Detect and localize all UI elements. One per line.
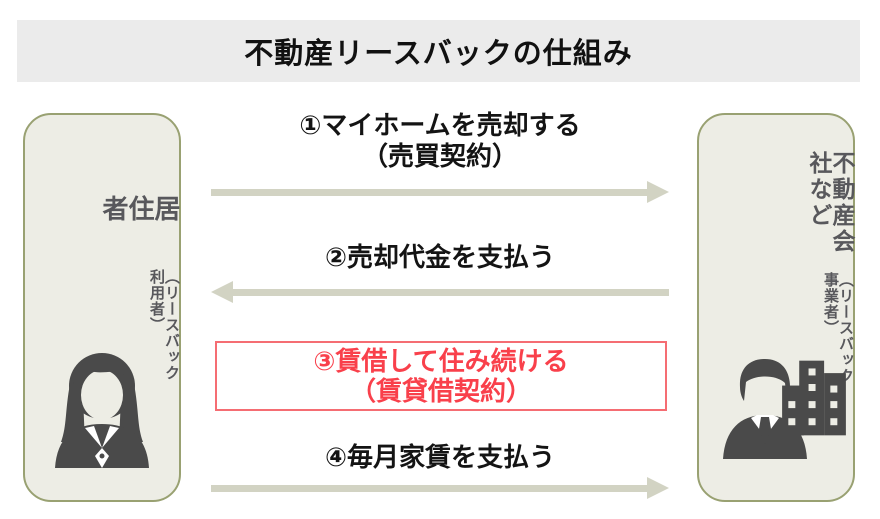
- diagram-title: 不動産リースバックの仕組み: [244, 38, 633, 70]
- arrow-head-right-icon: [647, 181, 669, 203]
- party-box-resident: 居住者 （リースバック利用者）: [23, 113, 181, 502]
- step3-highlight-box: ③賃借して住み続ける （賃貸借契約）: [215, 341, 667, 411]
- title-bar: 不動産リースバックの仕組み: [17, 20, 860, 82]
- step1-arrow-right: [211, 181, 669, 203]
- company-sublabel: （リースバック事業者）: [822, 271, 854, 384]
- step2-label: ②売却代金を支払う: [210, 242, 670, 273]
- step1-line1: ①マイホームを売却する: [299, 110, 581, 140]
- arrow-shaft: [211, 188, 647, 196]
- arrow-head-left-icon: [211, 281, 233, 303]
- step1-line2: （売買契約）: [361, 141, 518, 171]
- woman-resident-icon: [25, 348, 179, 470]
- resident-sublabel: （リースバック利用者）: [148, 268, 180, 381]
- party-box-company: 不動産会社など （リースバック事業者）: [697, 113, 855, 502]
- step4-arrow-right: [211, 477, 669, 499]
- step3-line2: （賃貸借契約）: [349, 376, 532, 406]
- company-label: 不動産会社など: [806, 151, 855, 255]
- arrow-shaft: [211, 484, 647, 492]
- company-label-group: 不動産会社など （リースバック事業者）: [699, 135, 855, 385]
- step2-arrow-left: [211, 281, 669, 303]
- arrow-shaft: [233, 288, 669, 296]
- resident-label-group: 居住者 （リースバック利用者）: [25, 135, 181, 385]
- office-building-icon: [779, 356, 849, 440]
- step4-label: ④毎月家賃を支払う: [210, 442, 670, 473]
- step2-line1: ②売却代金を支払う: [324, 242, 555, 272]
- step1-label: ①マイホームを売却する （売買契約）: [210, 110, 670, 172]
- step3-line1: ③賃借して住み続ける: [313, 346, 569, 376]
- step4-line1: ④毎月家賃を支払う: [324, 442, 555, 472]
- resident-label: 居住者: [99, 195, 181, 230]
- arrow-head-right-icon: [647, 477, 669, 499]
